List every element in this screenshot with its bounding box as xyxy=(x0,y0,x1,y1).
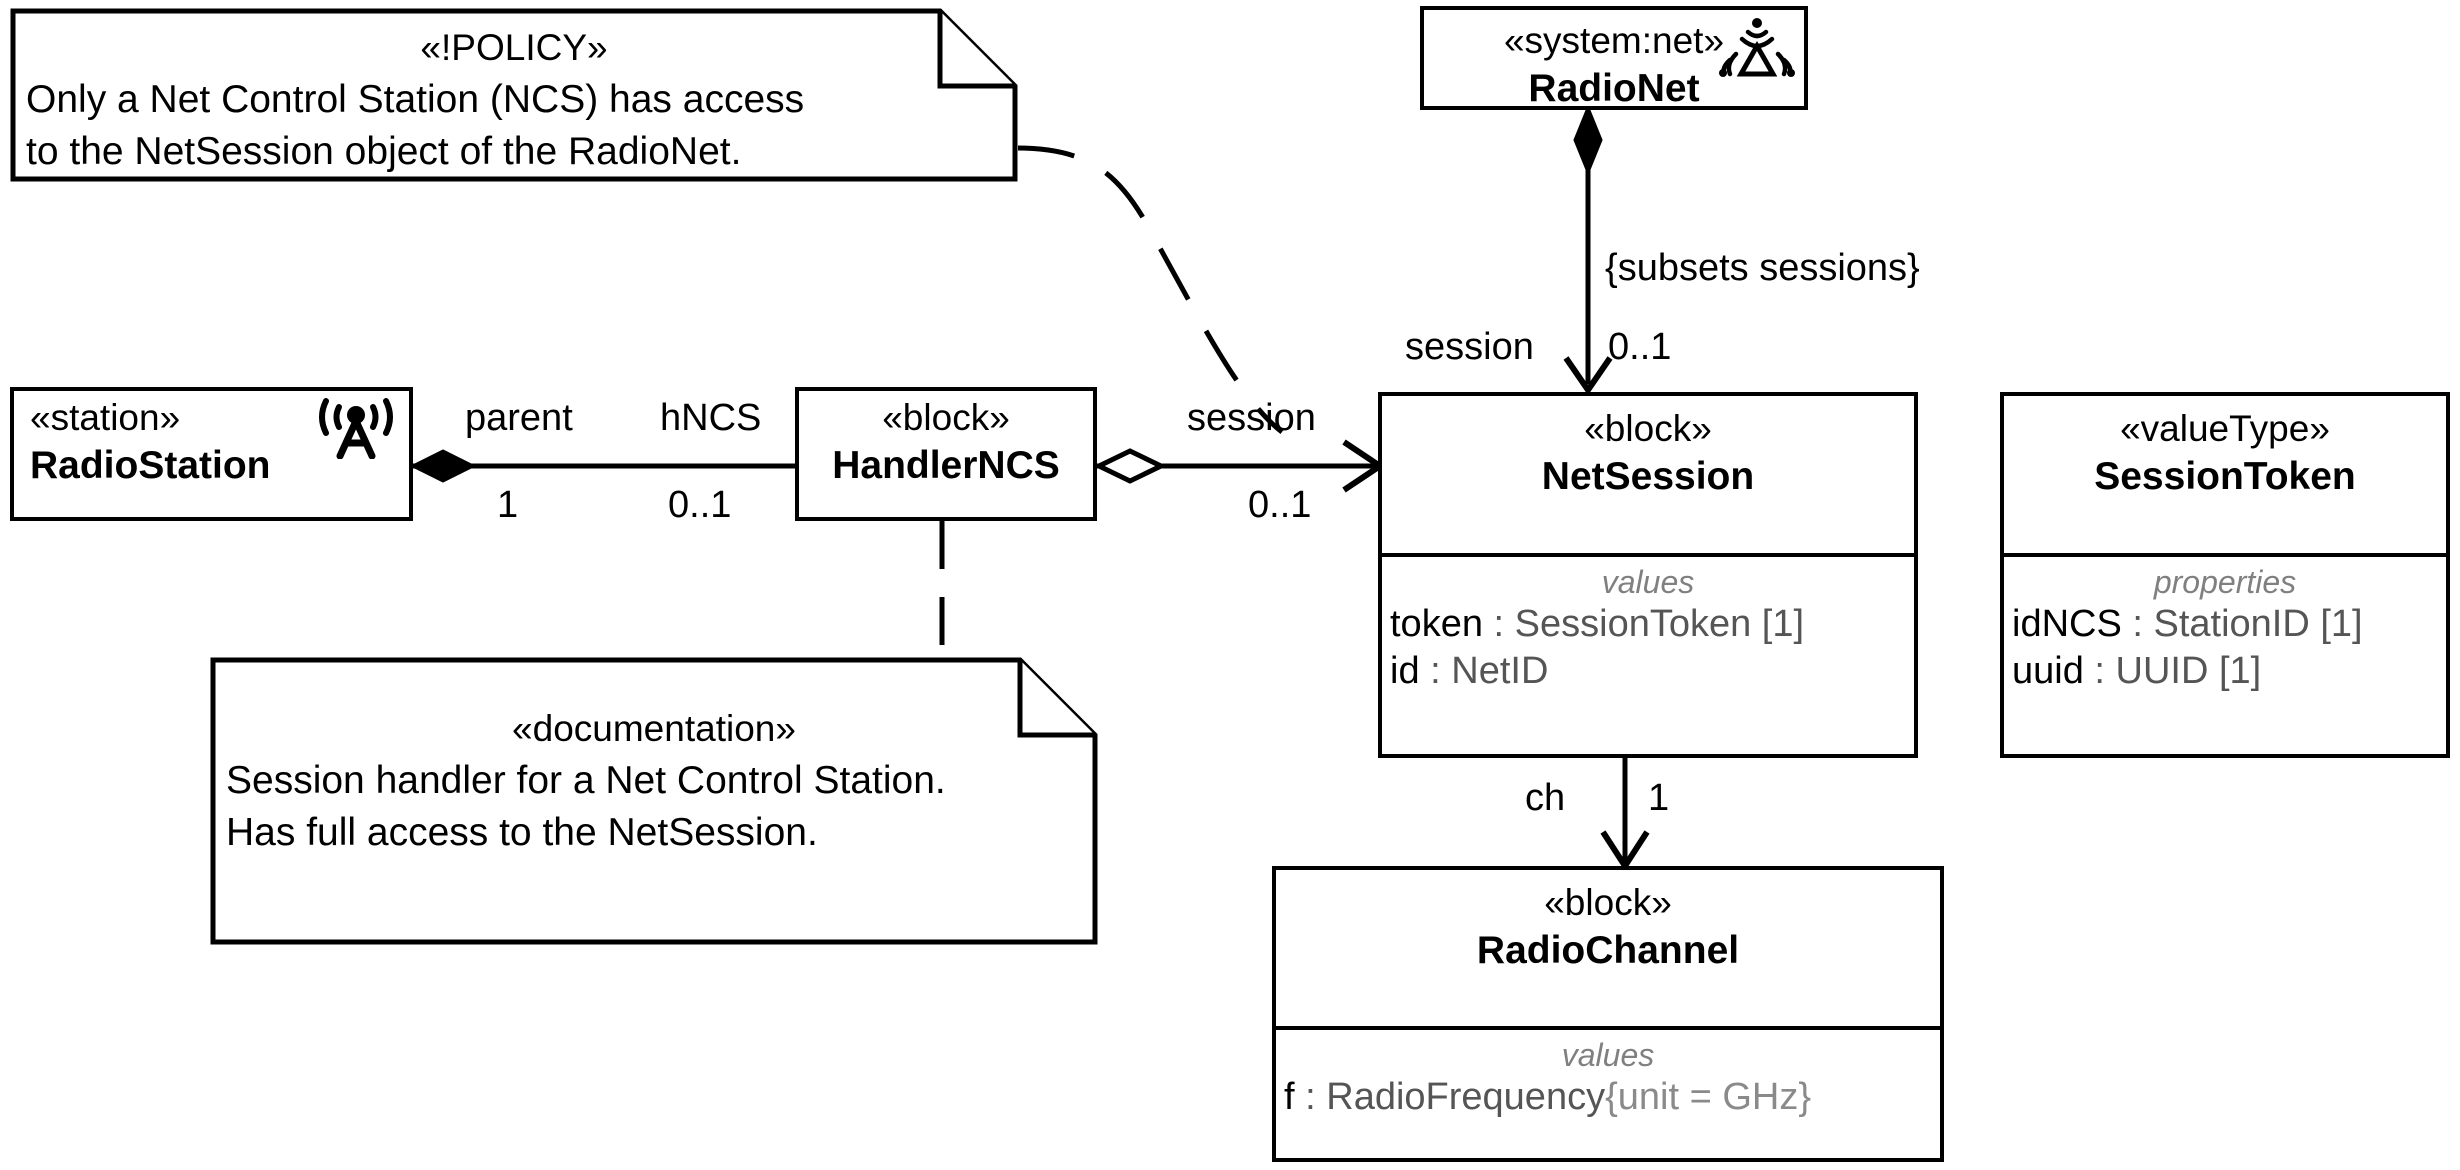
policy-note-stereotype: «!POLICY» xyxy=(420,27,608,68)
radiochannel-name: RadioChannel xyxy=(1476,929,1740,972)
handlerncs-stereotype: «block» xyxy=(882,397,1010,438)
block-handlerncs[interactable]: «block» HandlerNCS xyxy=(795,387,1097,521)
handlerncs-header: «block» HandlerNCS xyxy=(799,391,1093,503)
handler-netsession-arrowhead xyxy=(1342,439,1386,493)
edge-label-radionet-session-role: session xyxy=(1405,326,1534,368)
block-radiostation[interactable]: «station» RadioStation xyxy=(10,387,413,521)
feature-separator: : xyxy=(1482,603,1515,645)
netsession-name: NetSession xyxy=(1541,455,1755,498)
sessiontoken-compartment-title: properties xyxy=(2153,564,2297,600)
block-radionet[interactable]: «system:net» RadioNet xyxy=(1420,6,1808,110)
edge-label-radionet-session-multiplicity: 0..1 xyxy=(1608,326,1672,368)
feature-multiplicity: [1] xyxy=(2208,650,2262,692)
radiochannel-feature-f: f : RadioFrequency{unit = GHz} xyxy=(1276,1074,1940,1121)
edge-label-ch-role: ch xyxy=(1525,777,1566,819)
policy-note-line-1: Only a Net Control Station (NCS) has acc… xyxy=(26,78,805,121)
policy-note: «!POLICY» Only a Net Control Station (NC… xyxy=(10,8,1018,182)
edge-label-parent-role: parent xyxy=(465,397,573,439)
documentation-note-line-2: Has full access to the NetSession. xyxy=(226,811,818,854)
feature-name: id xyxy=(1390,650,1420,692)
handlerncs-name: HandlerNCS xyxy=(832,444,1060,487)
netsession-values-compartment: values token : SessionToken [1] id : Net… xyxy=(1382,553,1914,705)
feature-separator: : xyxy=(1294,1076,1327,1118)
feature-type: UUID xyxy=(2115,650,2209,692)
radio-tower-network-icon xyxy=(1718,16,1796,83)
feature-type: NetID xyxy=(1451,650,1549,692)
netsession-channel-arrowhead xyxy=(1600,830,1650,872)
radionet-netsession-arrowhead xyxy=(1563,356,1613,396)
radiochannel-compartment-title: values xyxy=(1561,1037,1655,1073)
documentation-note-line-1: Session handler for a Net Control Statio… xyxy=(226,759,946,802)
feature-name: f xyxy=(1284,1076,1295,1118)
documentation-note: «documentation» Session handler for a Ne… xyxy=(210,657,1098,945)
feature-name: uuid xyxy=(2012,650,2084,692)
feature-name: token xyxy=(1390,603,1483,645)
block-sessiontoken[interactable]: «valueType» SessionToken properties idNC… xyxy=(2000,392,2450,758)
radionet-name: RadioNet xyxy=(1528,67,1700,110)
feature-separator: : xyxy=(2121,603,2154,645)
station-composition-diamond xyxy=(409,449,477,483)
feature-multiplicity: [1] xyxy=(1751,603,1805,645)
feature-name: idNCS xyxy=(2012,603,2122,645)
handler-aggregation-diamond xyxy=(1093,448,1167,484)
edge-label-hncs-role: hNCS xyxy=(660,397,762,439)
policy-note-line-2: to the NetSession object of the RadioNet… xyxy=(26,130,742,173)
edge-label-hncs-multiplicity: 0..1 xyxy=(668,484,732,526)
radiostation-stereotype: «station» xyxy=(30,397,181,438)
antenna-tower-icon xyxy=(317,395,395,464)
netsession-header: «block» NetSession xyxy=(1382,396,1914,553)
feature-separator: : xyxy=(2083,650,2116,692)
block-netsession[interactable]: «block» NetSession values token : Sessio… xyxy=(1378,392,1918,758)
feature-type: RadioFrequency xyxy=(1326,1076,1606,1118)
sessiontoken-stereotype: «valueType» xyxy=(2120,408,2330,449)
sessiontoken-feature-uuid: uuid : UUID [1] xyxy=(2004,648,2446,695)
edge-label-ch-multiplicity: 1 xyxy=(1648,777,1670,819)
feature-separator: : xyxy=(1419,650,1452,692)
netsession-stereotype: «block» xyxy=(1584,408,1712,449)
block-radiochannel[interactable]: «block» RadioChannel values f : RadioFre… xyxy=(1272,866,1944,1162)
radionet-header: «system:net» RadioNet xyxy=(1424,10,1804,126)
edge-label-parent-multiplicity: 1 xyxy=(497,484,519,526)
feature-multiplicity: [1] xyxy=(2309,603,2363,645)
radiostation-header: «station» RadioStation xyxy=(14,391,409,503)
sessiontoken-properties-compartment: properties idNCS : StationID [1] uuid : … xyxy=(2004,553,2446,705)
netsession-feature-token: token : SessionToken [1] xyxy=(1382,601,1914,648)
edge-label-handler-session-multiplicity: 0..1 xyxy=(1248,484,1312,526)
documentation-note-stereotype: «documentation» xyxy=(512,708,796,749)
radiochannel-stereotype: «block» xyxy=(1544,882,1672,923)
feature-type: StationID xyxy=(2153,603,2310,645)
sessiontoken-name: SessionToken xyxy=(2094,455,2356,498)
feature-unit: {unit = GHz} xyxy=(1605,1076,1812,1118)
feature-type: SessionToken xyxy=(1514,603,1752,645)
radiostation-name: RadioStation xyxy=(30,444,271,487)
radiochannel-header: «block» RadioChannel xyxy=(1276,870,1940,1026)
radionet-stereotype: «system:net» xyxy=(1503,20,1725,61)
edge-label-subsets-sessions: {subsets sessions} xyxy=(1605,247,1920,289)
netsession-compartment-title: values xyxy=(1601,564,1695,600)
edge-label-handler-session-role: session xyxy=(1187,397,1316,439)
sessiontoken-feature-idncs: idNCS : StationID [1] xyxy=(2004,601,2446,648)
netsession-feature-id: id : NetID xyxy=(1382,648,1914,695)
radiochannel-values-compartment: values f : RadioFrequency{unit = GHz} xyxy=(1276,1026,1940,1131)
sessiontoken-header: «valueType» SessionToken xyxy=(2004,396,2446,553)
